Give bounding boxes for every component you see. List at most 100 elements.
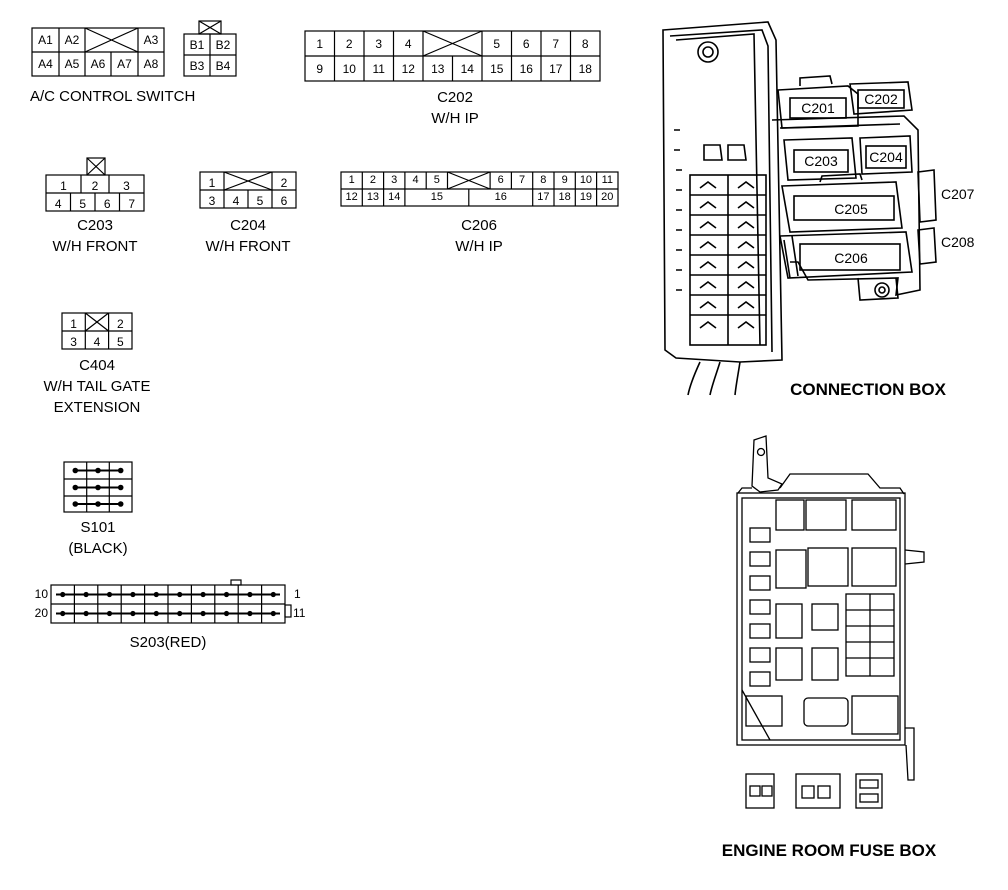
connection-box-illustration [662,21,937,396]
c202-pin-6: 6 [522,37,530,51]
c404-pin-1: 1 [70,317,77,331]
c202-pin-3: 3 [375,37,383,51]
c202-pin-11: 11 [372,62,385,76]
c404-connector [61,312,133,350]
c204-pin-1: 1 [208,176,216,190]
c202-pin-5: 5 [493,37,501,51]
callout-c202: C202 [864,91,898,107]
engine-room-fuse-box-title: ENGINE ROOM FUSE BOX [721,841,937,860]
c202-pin-13: 13 [431,62,445,76]
c202-pin-15: 15 [490,62,504,76]
c206-pin-5: 5 [433,174,440,186]
c203-pin-6: 6 [103,197,111,211]
c206-pin-4: 4 [412,174,419,186]
callout-c201: C201 [801,100,835,116]
c202-pin-9: 9 [316,62,324,76]
ac-pin-a6: A6 [90,57,106,71]
ac-switch-connector-a [31,27,165,77]
c202-pin-12: 12 [401,62,415,76]
c404-pin-5: 5 [116,335,124,349]
c202-connector [304,30,601,82]
c206-pin-20: 20 [601,191,614,203]
c202-label: C202 [437,89,473,106]
c206-pin-17: 17 [537,191,550,203]
c206-sublabel: W/H IP [455,238,503,255]
c404-pin-4: 4 [93,335,101,349]
c202-pin-14: 14 [460,62,474,76]
c206-pin-8: 8 [540,174,547,186]
ac-pin-a3: A3 [143,33,159,47]
c203-pin-2: 2 [91,179,99,193]
c206-pin-1: 1 [348,174,355,186]
ac-pin-b3: B3 [189,59,205,73]
c206-pin-12: 12 [345,191,358,203]
c206-connector [340,171,619,207]
ac-switch-connector-b [183,20,237,77]
c203-pin-7: 7 [128,197,136,211]
callout-c208: C208 [941,234,975,250]
c206-pin-6: 6 [497,174,504,186]
c202-pin-17: 17 [549,62,563,76]
ac-pin-a7: A7 [117,57,132,71]
c203-connector [45,157,145,212]
s203-end-label-11: 11 [293,606,306,620]
s203-end-label-1: 1 [294,587,301,601]
c404-label: C404 [79,357,115,374]
s101-label: S101 [80,519,116,536]
c203-sublabel: W/H FRONT [52,238,138,255]
c202-sublabel: W/H IP [431,110,479,127]
c404-pin-2: 2 [116,317,124,331]
engine-room-fuse-box-illustration [736,435,925,809]
c404-sublabel-2: EXTENSION [53,399,141,416]
callout-c205: C205 [834,201,868,217]
ac-pin-b1: B1 [189,38,205,52]
s203-end-label-20: 20 [34,606,48,620]
c202-pin-16: 16 [519,62,533,76]
c206-pin-3: 3 [391,174,398,186]
ac-pin-a1: A1 [38,33,53,47]
c206-pin-16: 16 [494,191,507,203]
c202-pin-18: 18 [578,62,592,76]
s203-pins [60,591,276,617]
c203-pin-5: 5 [79,197,87,211]
c203-pin-1: 1 [60,179,67,193]
c206-pin-10: 10 [579,174,593,186]
connection-box-title: CONNECTION BOX [790,380,946,399]
c202-pin-8: 8 [581,37,589,51]
callout-c206: C206 [834,250,868,266]
callout-c204: C204 [869,149,903,165]
c206-pin-7: 7 [518,174,526,186]
s203-end-label-10: 10 [34,587,48,601]
c206-label: C206 [461,217,497,234]
callout-c207: C207 [941,186,975,202]
ac-pin-a5: A5 [64,57,80,71]
c204-pin-3: 3 [208,194,216,208]
c203-label: C203 [77,217,113,234]
c203-pin-3: 3 [123,179,130,193]
c404-sublabel: W/H TAIL GATE [43,378,151,395]
c206-pin-11: 11 [601,174,613,186]
c206-pin-15: 15 [430,191,443,203]
c206-pin-13: 13 [366,191,380,203]
c404-pin-3: 3 [70,335,77,349]
s101-sublabel: (BLACK) [68,540,128,557]
ac-pin-a8: A8 [143,57,159,71]
c204-label: C204 [230,217,266,234]
s203-connector [50,579,292,624]
c204-pin-6: 6 [280,194,288,208]
c204-connector [199,171,297,209]
c206-pin-19: 19 [579,191,593,203]
c202-pin-4: 4 [404,37,412,51]
ac-pin-b4: B4 [215,59,231,73]
c206-pin-18: 18 [558,191,571,203]
c204-pin-4: 4 [232,194,240,208]
s101-pins [72,467,124,507]
c202-pin-2: 2 [345,37,353,51]
c203-pin-4: 4 [54,197,62,211]
c204-pin-5: 5 [256,194,264,208]
ac-pin-b2: B2 [215,38,231,52]
c204-sublabel: W/H FRONT [205,238,291,255]
c202-pin-10: 10 [342,62,356,76]
c206-pin-2: 2 [369,174,376,186]
